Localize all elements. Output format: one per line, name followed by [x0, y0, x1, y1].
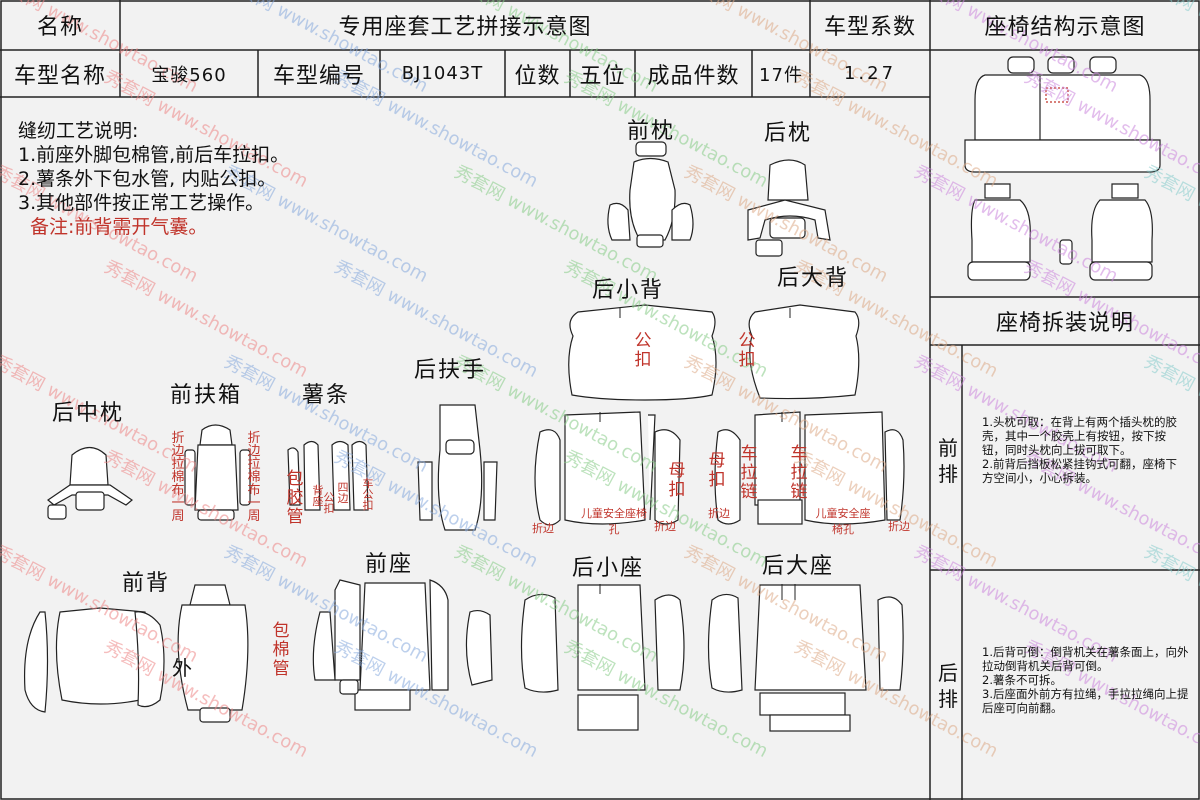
label-rear-small-seat: 后小座 — [572, 556, 645, 581]
label-rear-big-seat: 后大座 — [762, 554, 835, 579]
label-front-seat: 前座 — [365, 552, 414, 577]
annot-fold-edge-around-1: 折边拉棉布一周 — [171, 431, 185, 524]
annot-folded-edge-2: 折边 — [654, 520, 676, 533]
annot-folded-edge-3: 折边 — [708, 507, 730, 520]
annot-wrap-tube: 包胶管 — [286, 469, 304, 527]
annot-car-snap: 车公扣 — [362, 477, 374, 512]
code-value: BJ1043T — [401, 63, 484, 84]
annot-back-seat: 背座 — [312, 484, 324, 508]
annot-folded-edge-4: 折边 — [888, 520, 910, 533]
coef-value: 1.27 — [843, 63, 897, 84]
instruction-remark: 备注:前背需开气囊。 — [30, 216, 208, 238]
page-title: 专用座套工艺拼接示意图 — [338, 15, 592, 40]
annot-male-snap-small: 公扣 — [323, 491, 335, 515]
annot-outer: 外 — [172, 656, 192, 680]
detail-marks — [599, 308, 796, 600]
pieces-value: 17件 — [759, 64, 803, 86]
model-value: 宝骏560 — [151, 64, 227, 86]
disassembly-title: 座椅拆装说明 — [995, 311, 1134, 336]
rear-row-label: 后排 — [938, 661, 958, 711]
instruction-line-2: 2.薯条外下包水管, 内贴公扣。 — [18, 168, 277, 190]
label-front-back: 前背 — [122, 571, 171, 596]
annot-child-seat-hole-2: 儿童安全座椅孔 — [815, 507, 871, 536]
annot-wrap-cotton-tube: 包棉管 — [272, 621, 290, 679]
model-label: 车型名称 — [13, 63, 106, 89]
annot-car-zipper-2: 车拉链 — [790, 444, 808, 502]
annot-female-snap-2: 母扣 — [708, 451, 726, 490]
seats-value: 五位 — [579, 63, 626, 89]
code-label: 车型编号 — [272, 63, 365, 89]
name-label: 名称 — [36, 15, 83, 40]
instruction-line-1: 1.前座外脚包棉管,前后车拉扣。 — [18, 144, 290, 166]
annot-car-zipper-1: 车拉链 — [740, 444, 758, 502]
seats-label: 位数 — [514, 63, 561, 89]
instruction-line-3: 3.其他部件按正常工艺操作。 — [18, 192, 265, 214]
structure-title: 座椅结构示意图 — [984, 15, 1146, 40]
pattern-pieces — [24, 141, 905, 732]
label-rear-armrest: 后扶手 — [414, 358, 487, 383]
annot-fold-edge-around-2: 折边拉棉布一周 — [247, 431, 261, 524]
label-front-armbox: 前扶箱 — [170, 383, 243, 408]
label-rear-big-back: 后大背 — [777, 266, 850, 291]
label-rear-small-back: 后小背 — [592, 278, 665, 303]
annot-male-snap-2: 公扣 — [738, 331, 756, 370]
label-rear-headrest: 后枕 — [764, 121, 813, 146]
label-rear-middle-headrest: 后中枕 — [52, 401, 125, 426]
annot-folded-edge-1: 折边 — [532, 522, 554, 535]
annot-four-sides: 四边 — [337, 481, 349, 505]
rear-row-text: 1.后背可倒：倒背机关在薯条面上，向外拉动倒背机关后背可倒。 2.薯条不可拆。 … — [982, 645, 1189, 715]
front-row-text: 1.头枕可取：在背上有两个插头枕的胶壳，其中一个胶壳上有按钮，按下按钮，同时头枕… — [982, 415, 1177, 485]
label-fries: 薯条 — [302, 383, 351, 408]
annot-female-snap-1: 母扣 — [668, 461, 686, 500]
label-front-headrest: 前枕 — [627, 119, 676, 144]
seat-structure-illustration — [964, 56, 1161, 281]
annot-child-seat-hole-1: 儿童安全座椅孔 — [581, 507, 647, 536]
pieces-label: 成品件数 — [647, 63, 740, 89]
annot-male-snap-1: 公扣 — [634, 331, 652, 370]
coef-label: 车型系数 — [823, 15, 916, 40]
instructions-title: 缝纫工艺说明: — [18, 120, 139, 142]
front-row-label: 前排 — [938, 436, 958, 486]
